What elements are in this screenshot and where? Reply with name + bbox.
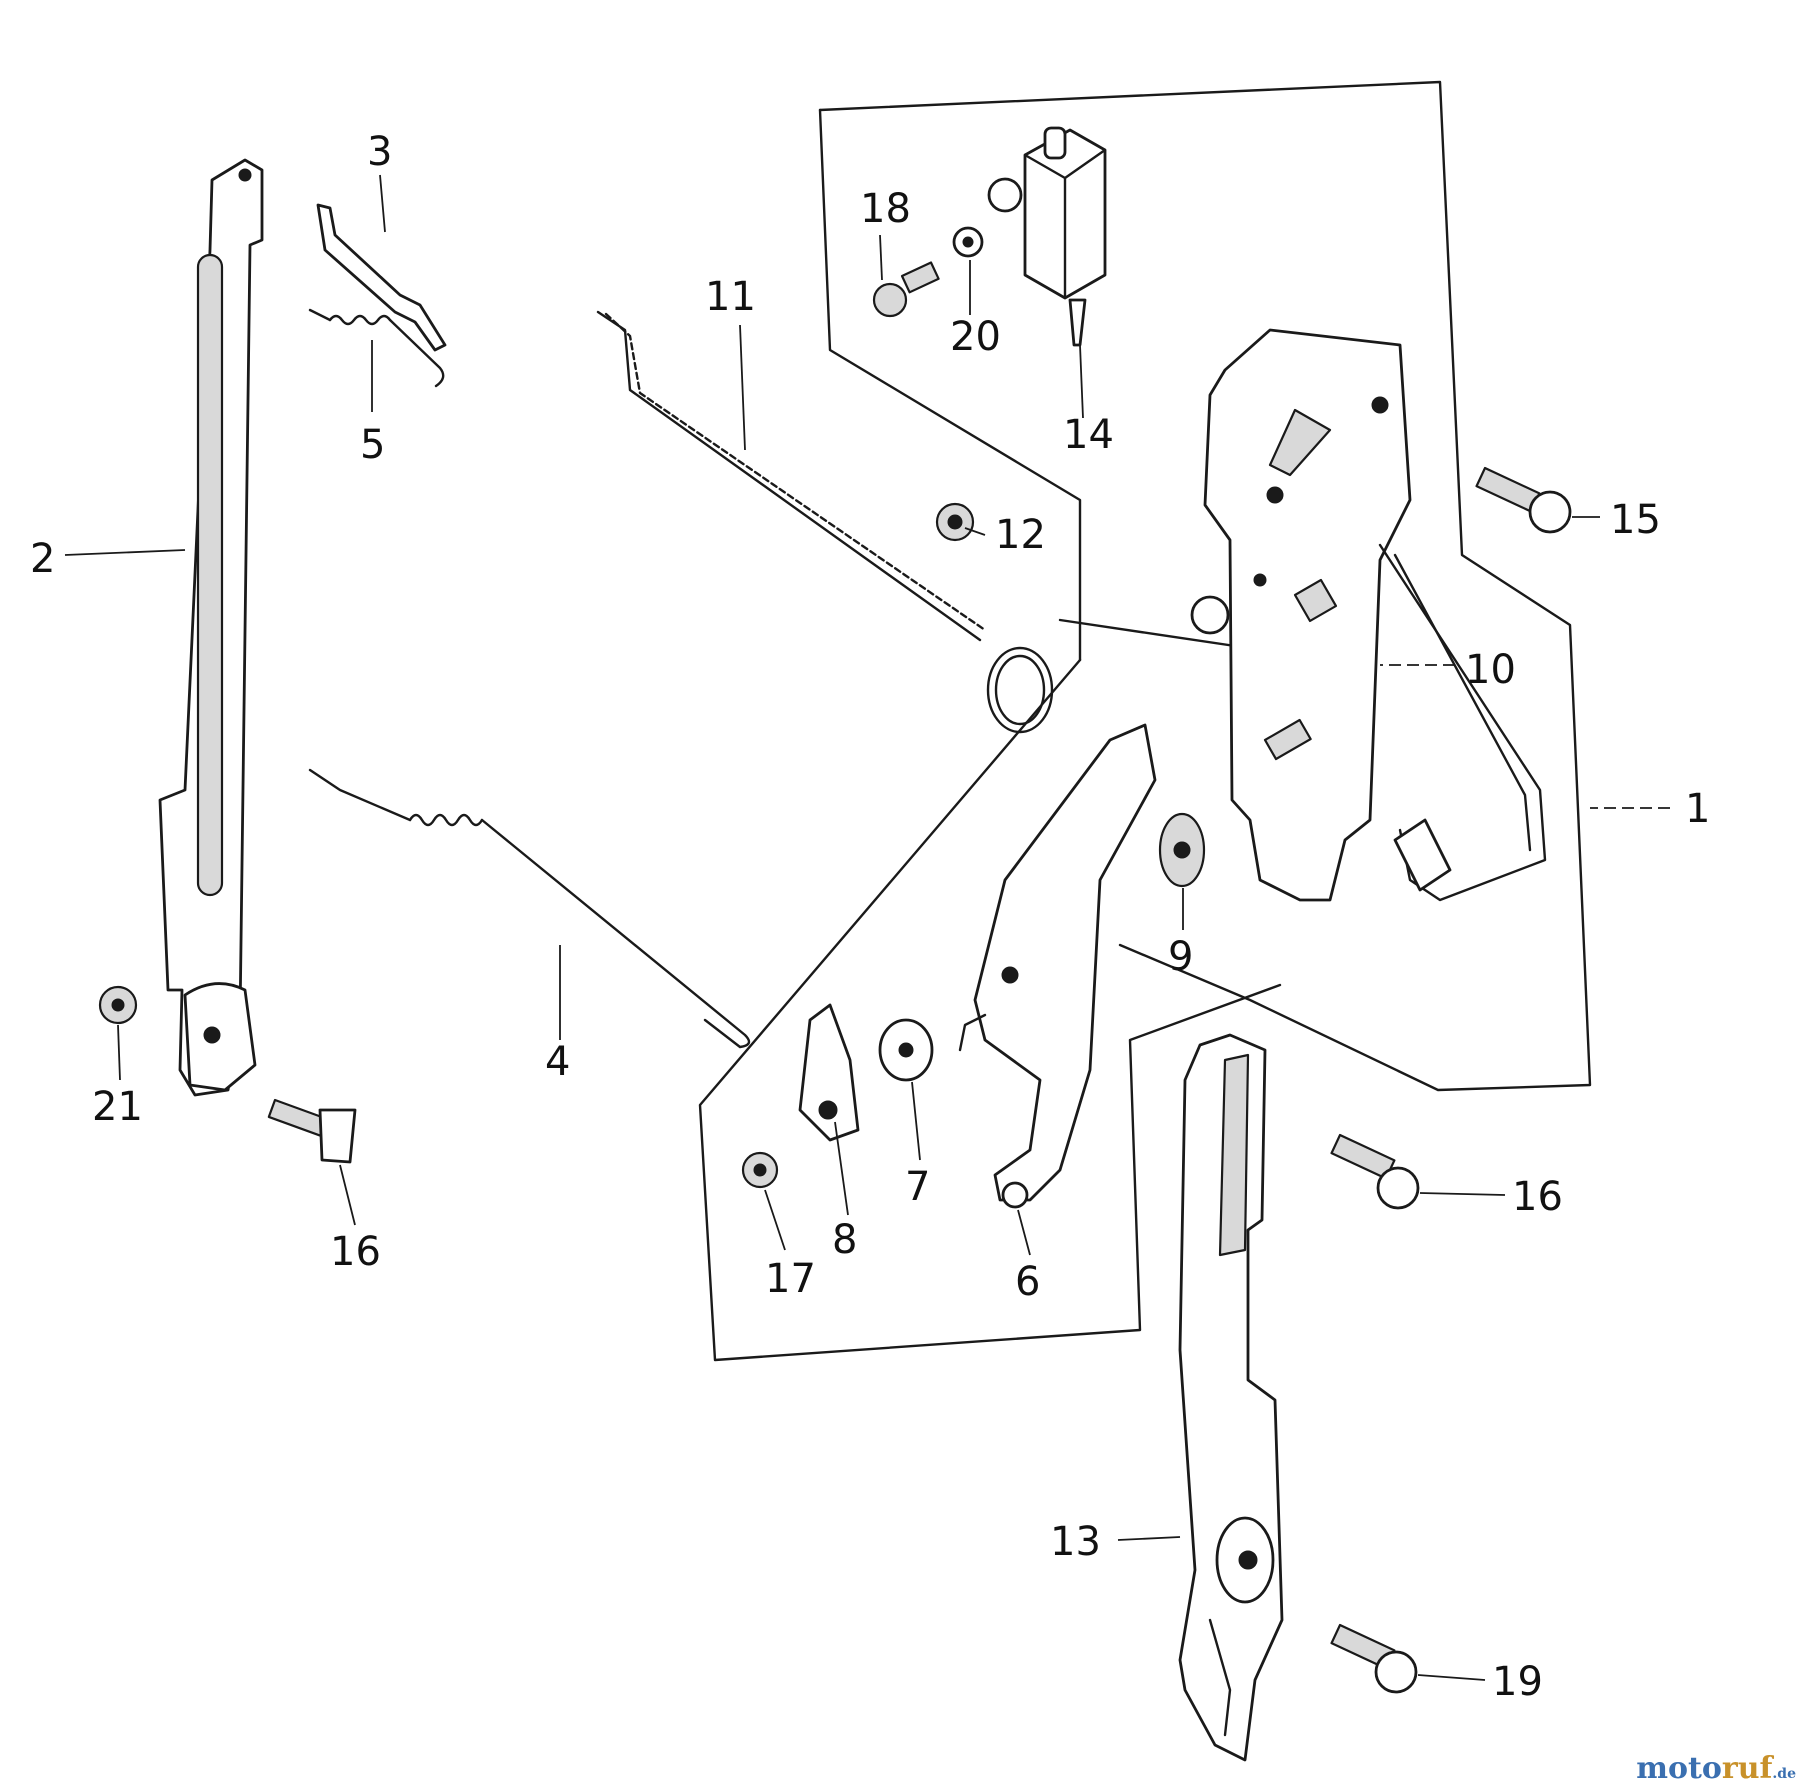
callout-20: 21	[92, 1084, 143, 1130]
callout-14: 14	[1063, 412, 1114, 458]
part-7-washer	[878, 1018, 934, 1082]
callout-19: 18	[860, 186, 911, 232]
part-4-rod	[308, 768, 751, 1049]
part-6-lever	[958, 723, 1157, 1209]
part-5-spring	[308, 308, 445, 388]
part-19-bolt	[872, 261, 940, 318]
callout-21: 20	[950, 314, 1001, 360]
part-11-rod	[596, 310, 1054, 734]
part-1-main-bracket	[1190, 328, 1412, 902]
part-8-cam	[798, 1003, 860, 1142]
watermark-part-2: ruf	[1721, 1751, 1773, 1786]
part-18-nut	[741, 1151, 779, 1189]
callout-2: 2	[30, 536, 55, 582]
callout-16-upper: 15	[1610, 497, 1661, 543]
part-14-switch	[987, 126, 1107, 347]
part-17-bolt	[267, 1098, 357, 1164]
watermark-logo: motoruf.de	[1636, 1751, 1796, 1786]
callout-15: 19	[1492, 1659, 1543, 1705]
callout-7: 7	[905, 1164, 930, 1210]
callout-9: 9	[1168, 934, 1193, 980]
callout-5: 5	[360, 422, 385, 468]
callout-6: 6	[1015, 1259, 1040, 1305]
leader-lines	[64, 174, 1670, 1681]
callout-18: 17	[765, 1256, 816, 1302]
callout-4: 4	[545, 1039, 570, 1085]
callout-17: 16	[330, 1229, 381, 1275]
part-20-nut	[98, 985, 138, 1025]
watermark-suffix: .de	[1772, 1766, 1796, 1782]
callout-1: 1	[1685, 786, 1710, 832]
part-21-washer	[952, 226, 984, 258]
group-outline-1	[818, 80, 1592, 1092]
part-16-bolt-lower	[1330, 1133, 1420, 1210]
callout-labels: 3 5 2 11 18 20 14 12 15 10 1 9 4 7 8 6 1…	[30, 129, 1710, 1705]
callout-12: 12	[995, 512, 1046, 558]
part-13-plate	[1178, 1033, 1284, 1762]
part-15-bolt	[1330, 1623, 1418, 1694]
callout-10: 10	[1465, 647, 1516, 693]
part-16-bolt-upper	[1475, 466, 1572, 534]
callout-16-lower: 16	[1512, 1174, 1563, 1220]
part-3-link	[316, 203, 447, 352]
watermark-part-1: moto	[1636, 1751, 1722, 1786]
part-12-nut	[935, 502, 975, 542]
callout-8: 8	[832, 1217, 857, 1263]
callout-3: 3	[367, 129, 392, 175]
part-2-bracket	[158, 158, 264, 1097]
part-9-washer	[1158, 812, 1206, 888]
callout-13: 13	[1050, 1519, 1101, 1565]
callout-11: 11	[705, 274, 756, 320]
group-outline-lower	[698, 658, 1282, 1362]
part-10-wire	[1378, 543, 1547, 902]
